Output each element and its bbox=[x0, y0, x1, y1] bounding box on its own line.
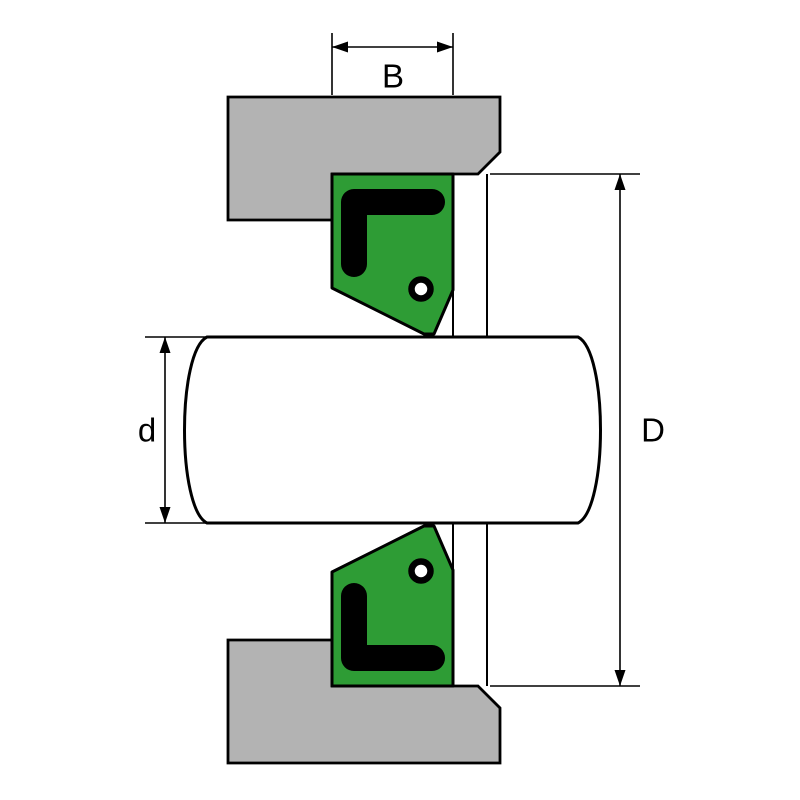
dim-d-arrow-top-icon bbox=[159, 337, 171, 353]
dim-d-label: d bbox=[138, 412, 156, 449]
dim-b-arrow-left-icon bbox=[332, 41, 348, 53]
dim-D-arrow-top-icon bbox=[614, 174, 626, 190]
garter-spring-upper bbox=[408, 276, 434, 302]
dim-D-label: D bbox=[641, 412, 665, 449]
dim-b-arrow-right-icon bbox=[437, 41, 453, 53]
dim-b-label: B bbox=[382, 58, 404, 95]
dim-D-arrow-bottom-icon bbox=[614, 670, 626, 686]
shaft bbox=[183, 335, 602, 525]
seal-lower-case-insert bbox=[341, 583, 445, 671]
dim-d-arrow-bottom-icon bbox=[159, 507, 171, 523]
seal-upper-case-insert bbox=[341, 189, 445, 277]
garter-spring-lower bbox=[408, 558, 434, 584]
